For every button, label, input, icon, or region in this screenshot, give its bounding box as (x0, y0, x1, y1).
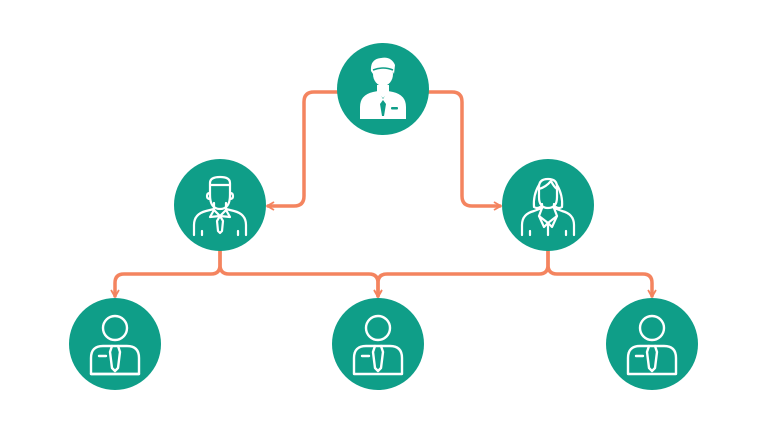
node-employee-center (332, 298, 424, 390)
connector-right-manager-to-employee-right (546, 248, 657, 298)
connector-left-manager-to-employee-left (110, 248, 222, 298)
businessman-suit-tie-icon (360, 57, 406, 119)
connector-left-manager-to-employee-center (218, 248, 383, 298)
node-right-manager (502, 159, 594, 251)
node-employee-right (606, 298, 698, 390)
connectors (110, 90, 657, 298)
node-employee-left (69, 298, 161, 390)
businessman-outline-icon (192, 175, 248, 237)
employee-outline-icon (89, 314, 141, 376)
employee-outline-icon (352, 314, 404, 376)
node-left-manager (174, 159, 266, 251)
connector-top-to-left-manager (266, 90, 340, 211)
businesswoman-outline-icon (520, 177, 576, 237)
connector-right-manager-to-employee-center (373, 248, 550, 298)
connector-top-to-right-manager (426, 90, 502, 211)
employee-outline-icon (626, 314, 678, 376)
node-top-manager (337, 43, 429, 135)
